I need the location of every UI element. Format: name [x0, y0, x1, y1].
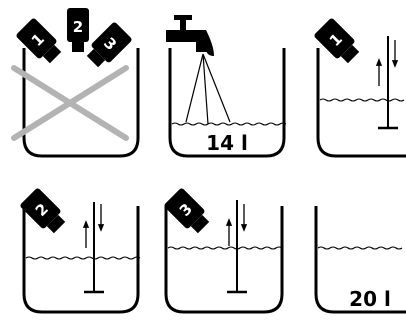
volume-label: 20 l: [349, 287, 391, 311]
tap-icon: [166, 15, 214, 56]
panel-1-no-direct-dosing: 1 2 3: [14, 8, 138, 156]
bucket: [24, 48, 138, 156]
panel-3-add-bottle-1: 1: [313, 17, 406, 156]
panel-2-fill-water: 14 l: [166, 15, 286, 156]
spray-icon: [186, 54, 230, 124]
bottle-icon: 2: [19, 187, 68, 236]
bottle-icon: 3: [163, 187, 212, 236]
bottle-icon: 1: [313, 17, 362, 66]
water-surface-icon: [318, 247, 402, 249]
volume-label: 14 l: [206, 131, 248, 155]
panel-6-final-volume: 20 l: [316, 206, 406, 312]
bucket: [318, 48, 406, 156]
panel-4-add-bottle-2: 2: [19, 187, 140, 312]
water-surface-icon: [168, 247, 282, 249]
bottle-icon: 3: [83, 21, 132, 70]
bottle-icon: 2: [67, 8, 89, 52]
bottle-number: 2: [73, 18, 83, 36]
water-surface-icon: [320, 99, 404, 101]
water-surface-icon: [26, 257, 140, 259]
panel-5-add-bottle-3: 3: [163, 187, 282, 312]
water-surface-icon: [172, 123, 286, 125]
cross-icon: [14, 68, 126, 138]
